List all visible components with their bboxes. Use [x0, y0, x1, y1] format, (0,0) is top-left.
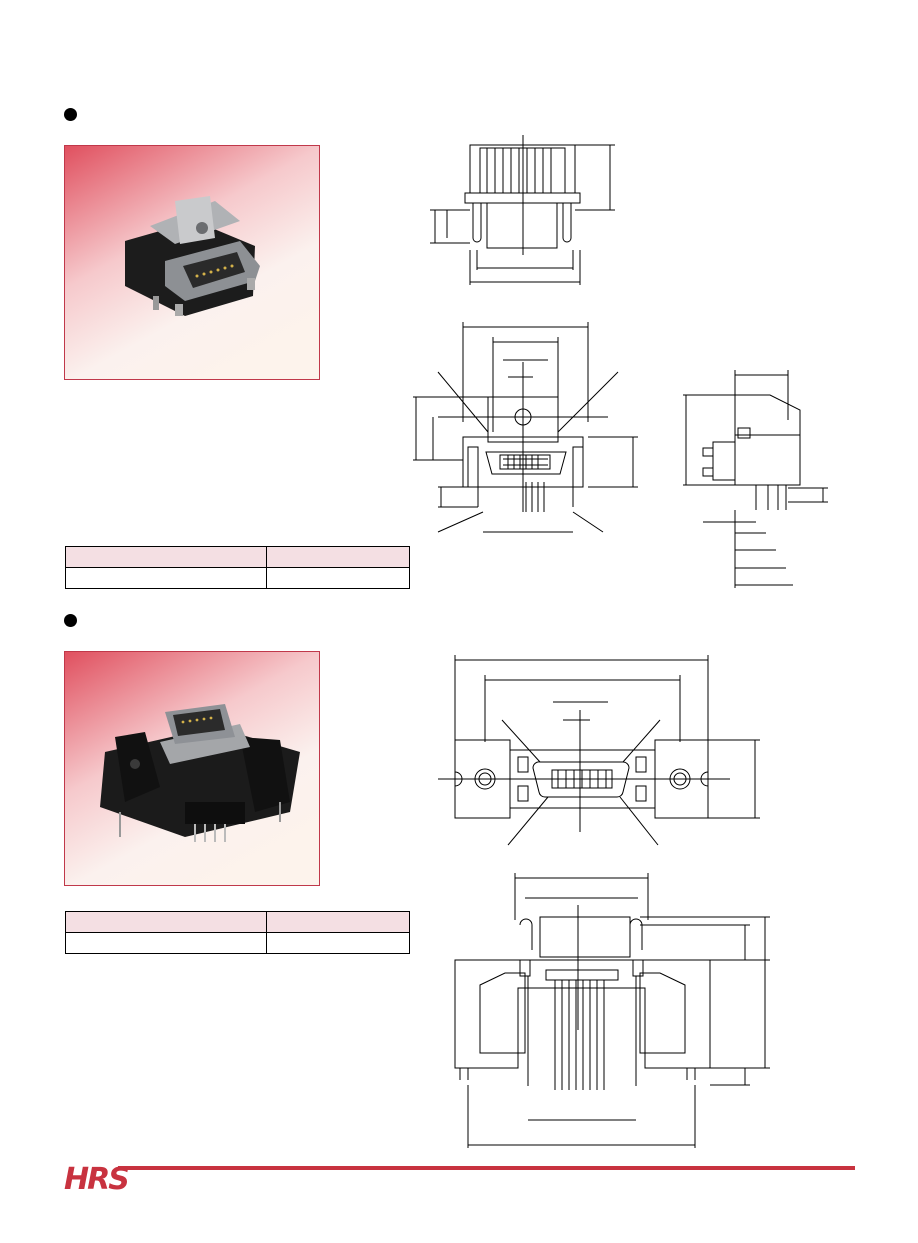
spec-table-1-cell-a [65, 567, 267, 589]
spec-table-2-col-b [266, 911, 410, 933]
product-photo-vertical [64, 651, 320, 886]
drawing-vertical-front-view [440, 870, 775, 1150]
connector-photo-vertical-icon [65, 652, 319, 885]
spec-table-2-cell-b [266, 932, 410, 954]
spec-table-1-cell-b [266, 567, 410, 589]
drawing-front-view [425, 130, 625, 290]
spec-table-1-col-a [65, 546, 267, 568]
drawing-side-view [678, 370, 828, 590]
spec-table-2 [65, 911, 410, 954]
spec-table-1-col-b [266, 546, 410, 568]
drawing-vertical-top-view [430, 652, 765, 847]
connector-photo-right-angle-icon [65, 146, 319, 379]
spec-table-2-cell-a [65, 932, 267, 954]
spec-table-1 [65, 546, 410, 589]
drawing-front-elevation [408, 322, 638, 537]
spec-table-2-col-a [65, 911, 267, 933]
bullet-dot-icon [64, 108, 77, 121]
footer-rule [118, 1166, 855, 1170]
bullet-dot-icon [64, 614, 77, 627]
product-photo-right-angle [64, 145, 320, 380]
